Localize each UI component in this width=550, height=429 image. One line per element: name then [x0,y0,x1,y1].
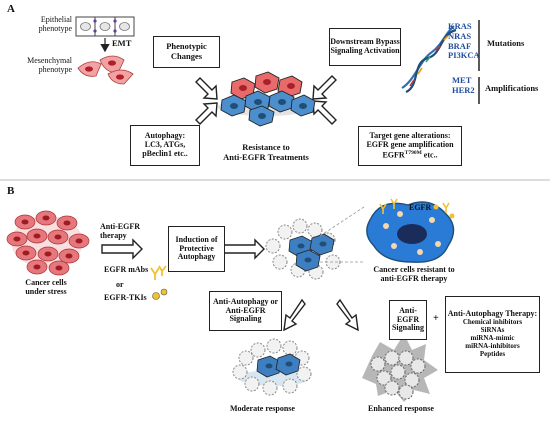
anti-autophagy-signal-text: Anti-Autophagy or Anti-EGFR Signaling [212,296,279,324]
panel-a-arrows [195,75,337,125]
anti-egfr-therapy-label: Anti-EGFR therapy [100,222,140,241]
anti-autophagy-signal-box: Anti-Autophagy or Anti-EGFR Signaling [209,291,282,331]
gene-kras: KRAS [448,21,472,31]
phenotypic-changes-text: Phenotypic Changes [166,41,207,61]
resistant-cell-zoom [366,198,455,263]
moderate-response-cluster [232,338,312,396]
therapy-item-5: Peptides [479,349,506,358]
tki-icon [160,288,168,296]
gene-braf: BRAF [448,40,472,51]
resistant-cells-label: Cancer cells resistant to anti-EGFR ther… [373,265,455,284]
cancer-cells-label: Cancer cells under stress [25,278,67,297]
tki-icon [152,292,160,300]
target-gene-box: Target gene alterations: EGFR gene ampli… [358,126,462,166]
egfr-tag: EGFR [409,203,432,212]
antibody-icon [150,265,167,280]
epithelial-cells [75,16,135,37]
bypass-signaling-box: Downstream Bypass Signaling Activation [329,28,401,66]
egfr-tkis-label: EGFR-TKIs [104,293,147,302]
panel-b-arrows [101,238,359,332]
plus-sign: + [433,313,439,324]
autophagy-box: Autophagy: LC3, ATGs, pBeclin1 etc.. [130,125,200,166]
enhanced-response-label: Enhanced response [368,404,434,413]
therapy-item-1: Chemical inhibitors [462,318,523,327]
gene-met: MET [452,75,472,85]
target-egfr: EGFR [382,150,405,160]
emt-label: EMT [112,38,132,48]
stressed-cancer-cells [6,210,90,276]
panel-a-label: A [7,3,15,15]
therapy-item-3: miRNA-mimic [470,334,515,343]
autophagy-line-3: pBeclin1 etc.. [142,148,188,158]
gene-nras: NRAS [448,30,472,41]
epithelial-label: Epithelial phenotype [38,15,72,33]
mesenchymal-cells [77,55,134,85]
mesenchymal-label: Mesenchymal phenotype [27,56,72,74]
target-line-2: EGFR gene amplification [366,139,454,149]
autophagy-line-2: LC3, ATGs, [144,140,186,150]
induction-box: Induction of Protective Autophagy [168,226,225,272]
therapy-item-2: SiRNAs [480,326,505,335]
center-title-line-1: Resistance to [242,142,290,152]
target-line-3: EGFRT790M etc.. [382,150,437,161]
amplifications-label: Amplifications [485,83,539,93]
therapy-item-4: miRNA-inhibitors [465,341,520,350]
moderate-response-label: Moderate response [230,404,295,413]
enhanced-response-cluster [362,334,438,402]
autophagy-cell-cluster [265,206,365,280]
anti-autophagy-therapy-box: Anti-Autophagy Therapy: Chemical inhibit… [445,296,540,373]
target-etc: etc.. [423,150,438,160]
center-title-line-2: Anti-EGFR Treatments [223,151,309,162]
center-cell-cluster [220,71,316,127]
mutation-genes: KRAS NRAS BRAF PI3KCA [448,21,480,61]
dna-helix-icon [401,25,457,94]
target-sup: T790M [404,149,422,156]
center-title: Resistance to Anti-EGFR Treatments [214,142,318,163]
panel-b-label: B [7,185,15,197]
target-line-1: Target gene alterations: [369,130,451,140]
induction-text: Induction of Protective Autophagy [175,234,218,262]
bypass-signaling-text: Downstream Bypass Signaling Activation [330,37,400,55]
egfr-mabs-label: EGFR mAbs [104,265,149,274]
gene-her2: HER2 [452,84,475,95]
mutations-label: Mutations [487,38,525,48]
anti-egfr-signal-text: Anti-EGFR Signaling [391,305,424,333]
gene-pi3kca: PI3KCA [448,50,480,61]
therapy-title: Anti-Autophagy Therapy: [447,309,538,319]
autophagy-line-1: Autophagy: [144,131,186,141]
anti-egfr-signal-box: Anti-EGFR Signaling [389,300,427,340]
amplification-genes: MET HER2 [452,75,475,96]
or-label: or [116,280,124,289]
phenotypic-changes-box: Phenotypic Changes [153,36,220,68]
